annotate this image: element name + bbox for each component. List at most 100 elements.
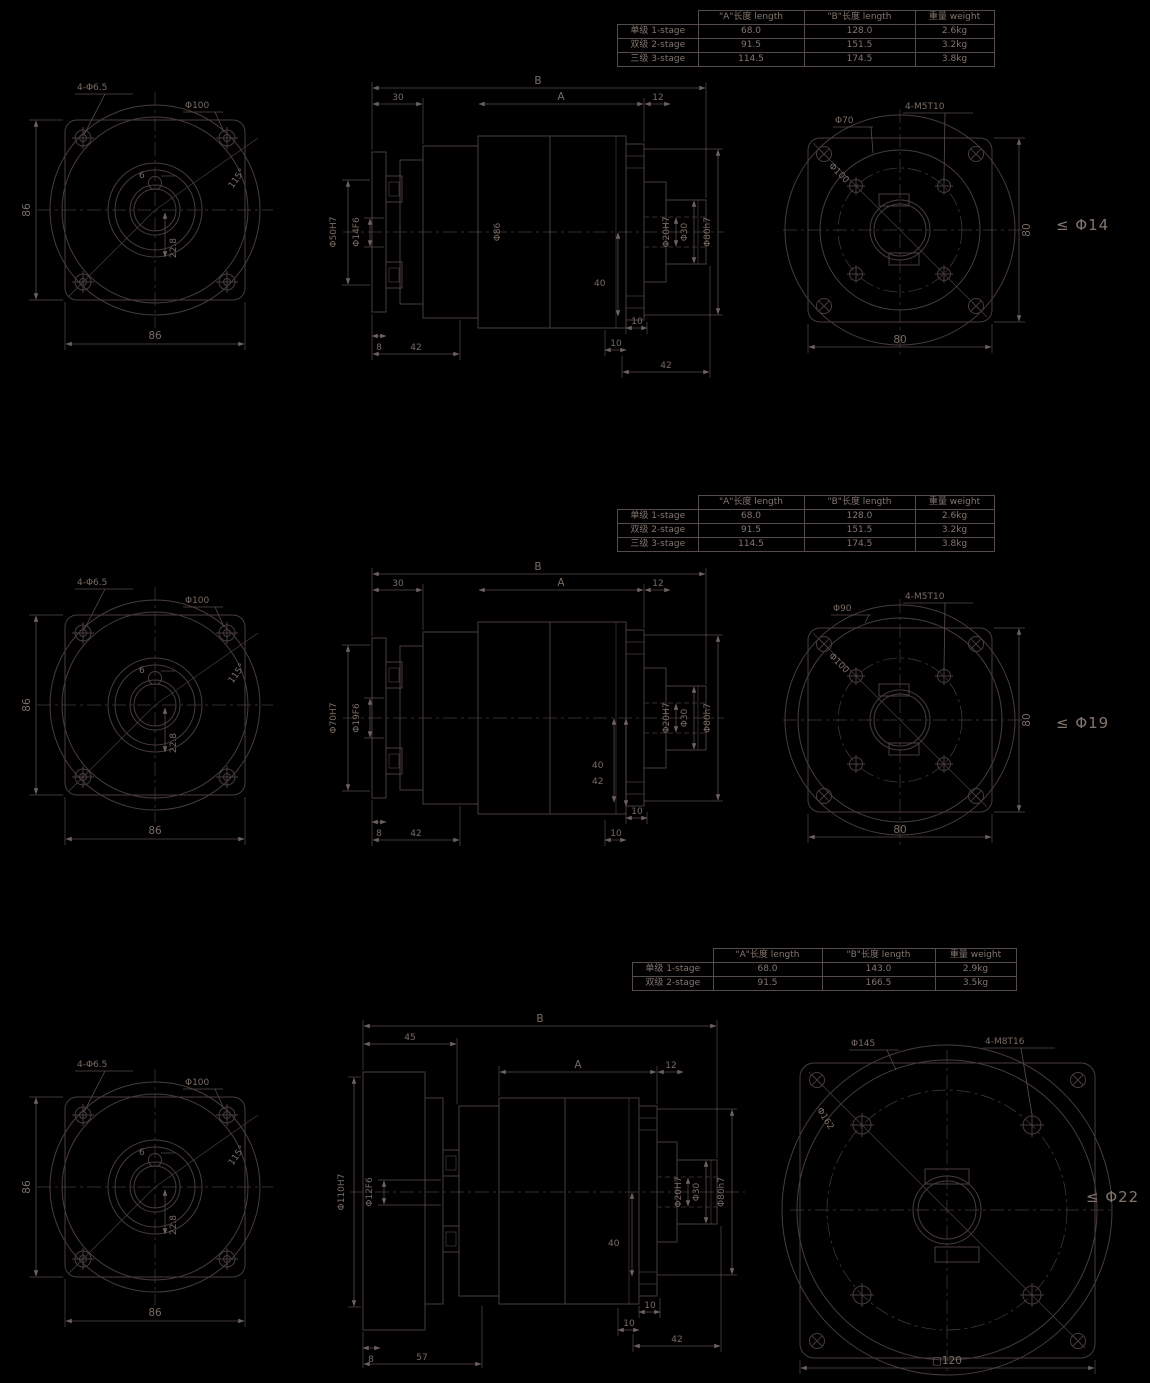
dim-bore-inner: Φ12F6 bbox=[365, 1177, 375, 1207]
b-length: 128.0 bbox=[803, 509, 916, 524]
dim-a: A bbox=[557, 577, 565, 589]
rear-dimensions: Φ100 Φ70 4-M5T10 80 80 bbox=[807, 102, 1033, 353]
a-length: 91.5 bbox=[697, 38, 805, 53]
dim-b: B bbox=[536, 1013, 543, 1025]
b-length: 143.0 bbox=[821, 962, 936, 977]
dim-40: 40 bbox=[594, 279, 606, 289]
weight: 2.6kg bbox=[914, 509, 995, 524]
dim-42-left: 42 bbox=[410, 829, 421, 839]
dim-spigot: Φ80h7 bbox=[703, 703, 713, 733]
dim-shaft-dia: Φ30 bbox=[680, 708, 690, 727]
rear-dimensions: Φ162 Φ145 4-M8T16 □120 bbox=[799, 1037, 1096, 1374]
spec-col-a: "A"长度 length bbox=[697, 495, 805, 510]
rear-dim-h: 80 bbox=[1021, 223, 1033, 236]
spec-col-w: 重量 weight bbox=[914, 495, 995, 510]
front-view-row-3 bbox=[15, 1027, 315, 1357]
spec-col-b: "B"长度 length bbox=[803, 10, 916, 25]
dim-bore-inner: Φ19F6 bbox=[352, 703, 362, 733]
spec-row-1stage: 单级 1-stage 68.0 143.0 2.9kg bbox=[632, 962, 1017, 977]
rear-tap-callout: 4-M5T10 bbox=[905, 592, 945, 602]
dim-shaft-dia: Φ30 bbox=[680, 222, 690, 241]
spec-row-3stage: 三级 3-stage 114.5 174.5 3.8kg bbox=[617, 537, 995, 552]
dim-30: 30 bbox=[392, 93, 404, 103]
dim-8: 8 bbox=[376, 829, 382, 839]
side-view-row-1: B 30 A 12 Φ50H7 Φ14F6 Φ86 Φ20H7 Φ30 Φ80h… bbox=[329, 75, 724, 378]
front-view-row-2 bbox=[15, 545, 315, 875]
dim-40: 40 bbox=[608, 1239, 620, 1249]
stage-label: 单级 1-stage bbox=[617, 509, 699, 524]
dim-bore-outer: Φ70H7 bbox=[329, 702, 339, 733]
rear-outer-dia: Φ100 bbox=[826, 161, 850, 185]
dim-b: B bbox=[534, 75, 541, 87]
stage-label: 单级 1-stage bbox=[617, 24, 699, 39]
side-view-row-2: B 30 A 12 Φ70H7 Φ19F6 Φ20H7 Φ30 Φ80h7 40 bbox=[329, 561, 724, 846]
dim-bore-outer: Φ50H7 bbox=[329, 216, 339, 247]
dim-shaft-dia: Φ30 bbox=[692, 1182, 702, 1201]
front-view-row-1 bbox=[15, 50, 315, 380]
dim-57: 57 bbox=[416, 1353, 427, 1363]
centerlines bbox=[790, 1050, 1111, 1372]
stage-label: 三级 3-stage bbox=[617, 52, 699, 67]
dim-12: 12 bbox=[652, 93, 663, 103]
weight: 3.8kg bbox=[914, 537, 995, 552]
stage-label: 双级 2-stage bbox=[632, 976, 714, 991]
dim-10-b: 10 bbox=[610, 339, 622, 349]
dim-a: A bbox=[574, 1059, 582, 1071]
stage-label: 双级 2-stage bbox=[617, 523, 699, 538]
side-dimensions: B 30 A 12 Φ50H7 Φ14F6 Φ86 Φ20H7 Φ30 Φ80h… bbox=[329, 75, 723, 378]
spec-corner bbox=[633, 949, 714, 963]
rear-tap-callout: 4-M8T16 bbox=[985, 1037, 1025, 1047]
rear-dim-square: □120 bbox=[932, 1355, 962, 1367]
rear-pilot-callout: Φ90 bbox=[833, 604, 852, 614]
rear-outline bbox=[781, 1044, 1113, 1376]
body-outline bbox=[371, 621, 707, 815]
spec-table-2: "A"长度 length "B"长度 length 重量 weight 单级 1… bbox=[617, 495, 995, 552]
spec-row-2stage: 双级 2-stage 91.5 151.5 3.2kg bbox=[617, 523, 995, 538]
body-outline bbox=[362, 1071, 719, 1331]
spec-row-1stage: 单级 1-stage 68.0 128.0 2.6kg bbox=[617, 24, 995, 39]
rear-view-row-2: Φ100 Φ90 4-M5T10 80 80 bbox=[783, 592, 1033, 845]
spec-col-b: "B"长度 length bbox=[821, 948, 936, 963]
spec-corner bbox=[618, 496, 699, 510]
stage-label: 单级 1-stage bbox=[632, 962, 714, 977]
dim-10-b: 10 bbox=[610, 829, 622, 839]
spec-col-w: 重量 weight bbox=[914, 10, 995, 25]
rear-outline bbox=[784, 114, 1016, 346]
spec-table-3: "A"长度 length "B"长度 length 重量 weight 单级 1… bbox=[632, 948, 1017, 991]
a-length: 68.0 bbox=[697, 509, 805, 524]
a-length: 68.0 bbox=[697, 24, 805, 39]
spec-row-2stage: 双级 2-stage 91.5 166.5 3.5kg bbox=[632, 976, 1017, 991]
side-dimensions: B 30 A 12 Φ70H7 Φ19F6 Φ20H7 Φ30 Φ80h7 40 bbox=[329, 561, 723, 846]
weight: 3.2kg bbox=[914, 523, 995, 538]
a-length: 68.0 bbox=[712, 962, 823, 977]
rear-pilot-callout: Φ70 bbox=[835, 116, 854, 126]
weight: 3.2kg bbox=[914, 38, 995, 53]
b-length: 128.0 bbox=[803, 24, 916, 39]
shaft-note-row-3: ≤ Φ22 bbox=[1086, 1188, 1140, 1206]
dim-30: 30 bbox=[392, 579, 404, 589]
b-length: 151.5 bbox=[803, 523, 916, 538]
dim-42-left: 42 bbox=[410, 343, 421, 353]
shaft-note-row-1: ≤ Φ14 bbox=[1056, 216, 1110, 234]
centerlines bbox=[783, 109, 1025, 355]
b-length: 151.5 bbox=[803, 38, 916, 53]
dim-40: 40 bbox=[592, 761, 604, 771]
rear-dimensions: Φ100 Φ90 4-M5T10 80 80 bbox=[807, 592, 1033, 843]
weight: 2.9kg bbox=[934, 962, 1017, 977]
rear-view-row-3: Φ162 Φ145 4-M8T16 □120 bbox=[781, 1037, 1113, 1376]
dim-bore-outer: Φ110H7 bbox=[337, 1174, 347, 1211]
rear-outer-dia: Φ100 bbox=[826, 651, 850, 675]
dim-body-dia: Φ86 bbox=[493, 222, 503, 241]
stage-label: 双级 2-stage bbox=[617, 38, 699, 53]
spec-row-2stage: 双级 2-stage 91.5 151.5 3.2kg bbox=[617, 38, 995, 53]
dim-bore-inner: Φ14F6 bbox=[352, 217, 362, 247]
a-length: 91.5 bbox=[712, 976, 823, 991]
spec-col-w: 重量 weight bbox=[934, 948, 1017, 963]
rear-dim-w: 80 bbox=[893, 334, 906, 346]
spec-row-1stage: 单级 1-stage 68.0 128.0 2.6kg bbox=[617, 509, 995, 524]
b-length: 174.5 bbox=[803, 537, 916, 552]
a-length: 114.5 bbox=[697, 52, 805, 67]
weight: 2.6kg bbox=[914, 24, 995, 39]
dim-10-b: 10 bbox=[623, 1319, 635, 1329]
